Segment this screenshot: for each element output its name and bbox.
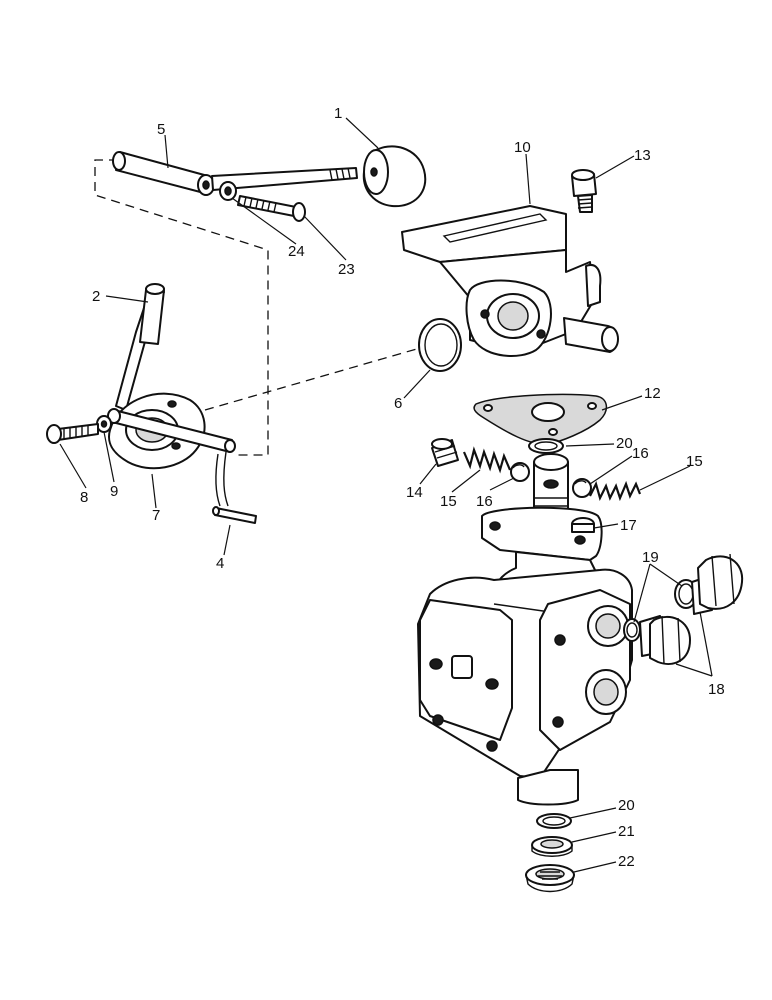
- seal-ring-part-20-lower: [536, 813, 572, 829]
- callout-14: 14: [406, 484, 423, 501]
- filter-part-22: [525, 864, 575, 893]
- housing-part-10: [401, 205, 619, 357]
- gasket-part-12: [473, 393, 608, 445]
- seal-ring-part-20-upper: [528, 438, 564, 454]
- callout-6: 6: [394, 395, 402, 412]
- callout-8: 8: [80, 489, 88, 506]
- cap-screw-part-13: [571, 169, 597, 213]
- callout-2: 2: [92, 288, 100, 305]
- lever-part-2: [115, 283, 165, 411]
- callout-15-left: 15: [440, 493, 457, 510]
- callout-5: 5: [157, 121, 165, 138]
- washer-part-9: [96, 415, 112, 433]
- spring-part-15-left: [462, 446, 512, 474]
- plug-part-18-lower: [639, 615, 691, 665]
- bracket-part-7: [107, 392, 236, 470]
- knob-part-1: [362, 145, 427, 208]
- callout-1: 1: [334, 105, 342, 122]
- callout-17: 17: [620, 517, 637, 534]
- o-ring-part-6: [418, 318, 462, 372]
- callout-12: 12: [644, 385, 661, 402]
- callout-7: 7: [152, 507, 160, 524]
- screw-part-23: [237, 195, 306, 222]
- callout-15-right: 15: [686, 453, 703, 470]
- callout-20-upper: 20: [616, 435, 633, 452]
- callout-20-lower: 20: [618, 797, 635, 814]
- callout-18: 18: [708, 681, 725, 698]
- callout-13: 13: [634, 147, 651, 164]
- callout-24: 24: [288, 243, 305, 260]
- o-ring-part-19-lower: [623, 618, 641, 642]
- washer-part-21: [531, 836, 573, 857]
- control-rod-part-5: [112, 151, 358, 196]
- callout-23: 23: [338, 261, 355, 278]
- pin-part-4: [212, 451, 257, 524]
- valve-body: [417, 551, 633, 806]
- callout-16-left: 16: [476, 493, 493, 510]
- callout-9: 9: [110, 483, 118, 500]
- callout-22: 22: [618, 853, 635, 870]
- spring-seat-part-14: [431, 438, 459, 467]
- leader-lines: [59, 117, 713, 873]
- callout-21: 21: [618, 823, 635, 840]
- callout-4: 4: [216, 555, 224, 572]
- screw-part-8: [46, 423, 99, 444]
- plug-part-17: [571, 517, 595, 533]
- callout-labels: 1 2 4 5 6 7 8 9 10 12 13 14 15 15 16 16 …: [80, 105, 725, 870]
- ball-part-16-left: [510, 462, 530, 482]
- callout-19: 19: [642, 549, 659, 566]
- assembly-guide-lines: [94, 159, 421, 456]
- callout-16-right: 16: [632, 445, 649, 462]
- ball-part-16-right: [572, 478, 592, 498]
- washer-part-24: [219, 181, 237, 201]
- plug-part-18-upper: [691, 553, 744, 615]
- callout-10: 10: [514, 139, 531, 156]
- spring-part-15-right: [589, 480, 642, 502]
- flange-plate: [481, 506, 603, 561]
